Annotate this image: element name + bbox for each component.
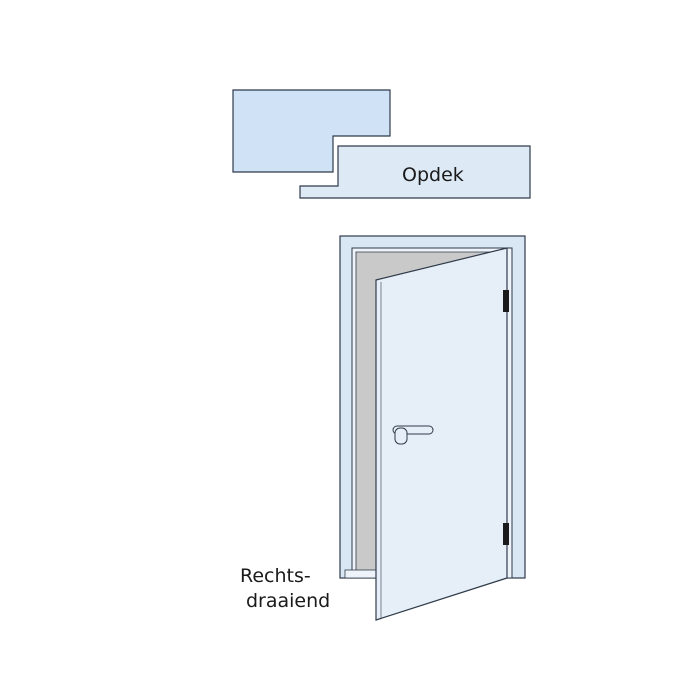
door-leaf-panel	[375, 247, 508, 621]
door-direction-label: Rechts- draaiend	[240, 565, 330, 612]
door-handle-icon	[392, 425, 434, 445]
direction-label-line1: Rechts-	[240, 565, 311, 587]
door-leaf	[375, 247, 509, 621]
top-hinge-icon	[503, 290, 509, 312]
profile-lower-strip	[299, 145, 531, 199]
opdek-profile: Opdek	[232, 89, 531, 199]
threshold	[344, 569, 381, 579]
profile-label: Opdek	[402, 164, 464, 186]
bottom-hinge-icon	[503, 523, 509, 545]
profile-upper-panel	[232, 89, 391, 173]
direction-label-line2: draaiend	[246, 590, 330, 612]
